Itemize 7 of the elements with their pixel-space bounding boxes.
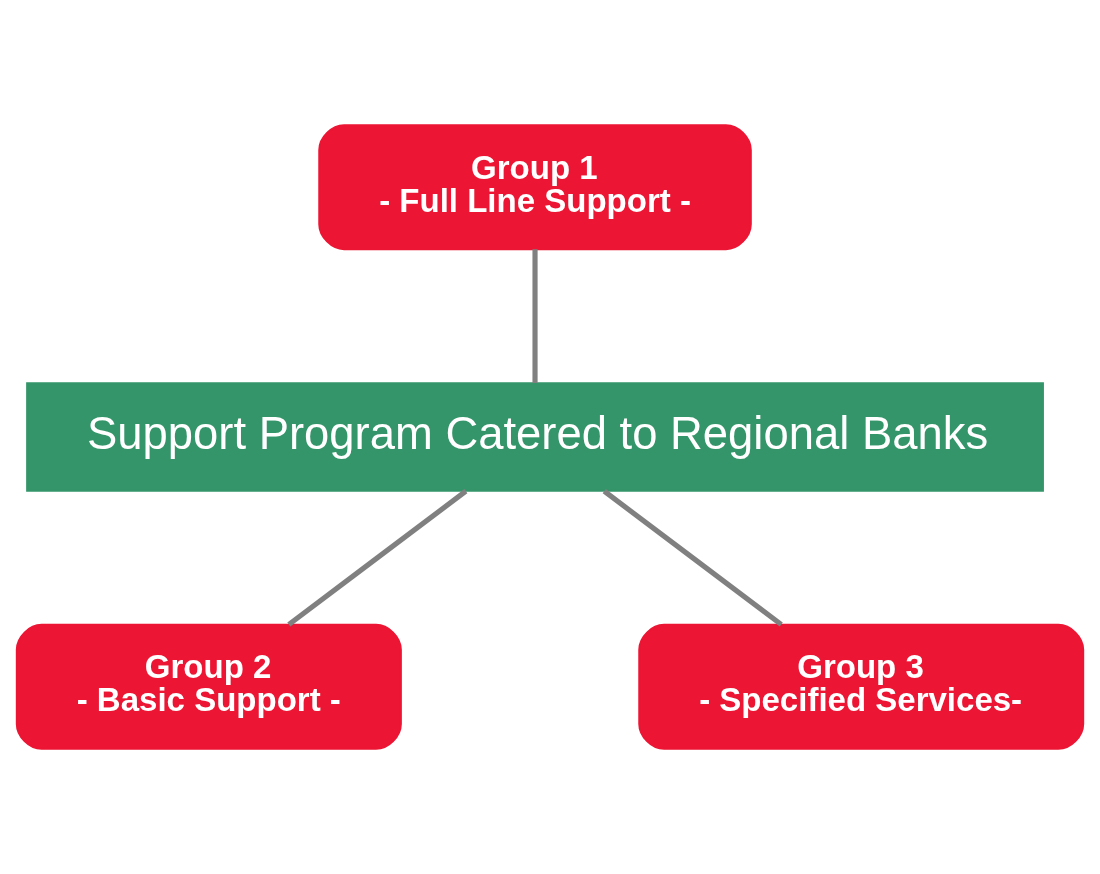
connector [287, 489, 468, 627]
node-box: Support Program Catered to Regional Banks [26, 382, 1044, 492]
node-box: Group 3 - Specified Services- [638, 623, 1085, 750]
connector [532, 249, 538, 383]
connector [602, 489, 783, 627]
node-box: Group 1 - Full Line Support - [318, 124, 752, 251]
node-box: Group 2 - Basic Support - [15, 623, 402, 750]
